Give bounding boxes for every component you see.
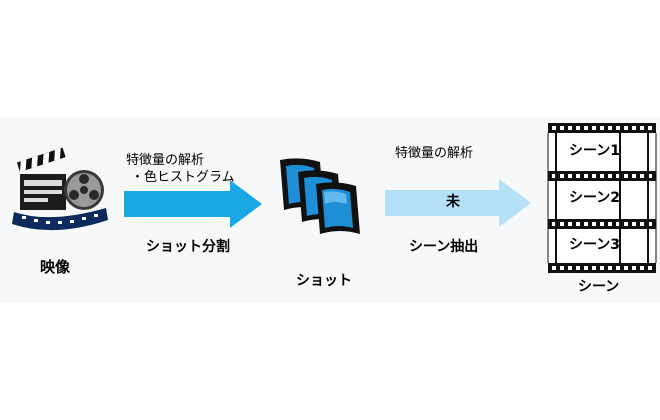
step2-inner-label: 未 xyxy=(446,194,460,210)
scene-item-3: シーン3 xyxy=(569,237,621,253)
scene-item-1: シーン1 xyxy=(569,143,621,159)
scenes-film-strip xyxy=(547,123,657,273)
film-strips-icon xyxy=(280,158,360,234)
step2-top-label: 特徴量の解析 xyxy=(395,146,474,161)
step1-top-label: 特徴量の解析 xyxy=(126,153,205,168)
step1-sub-label: ・色ヒストグラム xyxy=(131,170,235,185)
step2-bottom-label: シーン抽出 xyxy=(409,239,479,255)
shots-label: ショット xyxy=(296,273,352,289)
step2-arrow xyxy=(385,179,531,227)
step1-bottom-label: ショット分割 xyxy=(146,239,230,255)
film-clapper-reel-icon xyxy=(12,147,108,231)
scene-item-2: シーン2 xyxy=(569,190,621,206)
scenes-label: シーン xyxy=(578,279,620,295)
step1-arrow xyxy=(124,180,262,228)
source-label: 映像 xyxy=(40,258,71,276)
